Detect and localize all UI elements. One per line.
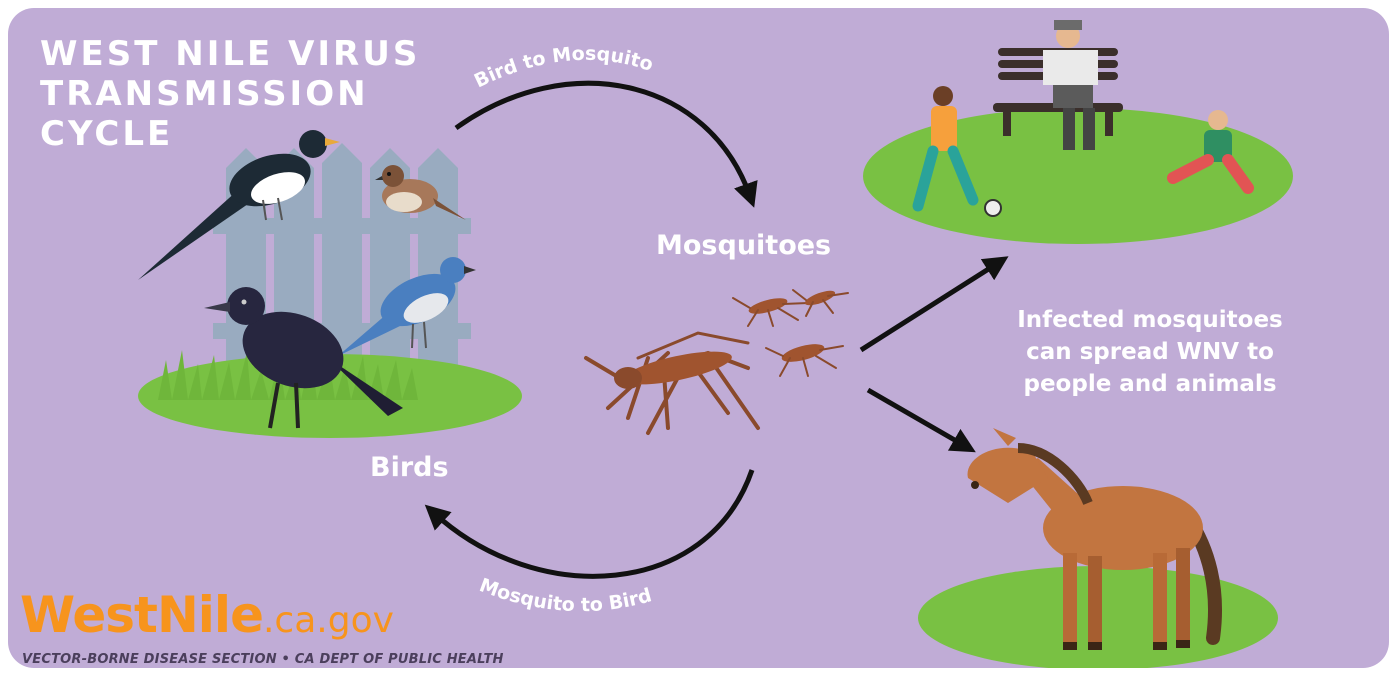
- westnile-logo: WestNile.ca.gov: [20, 586, 394, 644]
- logo-brand: WestNile: [20, 586, 263, 644]
- arrow-to-horse: [868, 390, 965, 446]
- park-people-icon: [863, 20, 1293, 244]
- infected-note-line-2: can spread WNV to: [980, 336, 1320, 368]
- arrow-to-people: [861, 263, 998, 350]
- diagram-card: Bird to Mosquito Mosquito to Bird: [8, 8, 1389, 668]
- logo-suffix: .ca.gov: [263, 600, 394, 641]
- logo-subtitle: VECTOR-BORNE DISEASE SECTION • CA DEPT O…: [22, 652, 504, 667]
- infected-note-line-3: people and animals: [980, 368, 1320, 400]
- arrow-mosquito-to-bird: [434, 470, 752, 576]
- infected-note-line-1: Infected mosquitoes: [980, 304, 1320, 336]
- edge-label-mosquito-to-bird: Mosquito to Bird: [476, 574, 654, 616]
- mosquito-icon: [586, 288, 848, 433]
- title-line-2: TRANSMISSION: [40, 74, 440, 114]
- title-line-1: WEST NILE VIRUS: [40, 34, 440, 74]
- diagram-title: WEST NILE VIRUS TRANSMISSION CYCLE: [40, 34, 440, 154]
- birds-scene: [138, 130, 522, 438]
- horse-icon: [918, 428, 1278, 668]
- infected-note: Infected mosquitoes can spread WNV to pe…: [980, 304, 1320, 400]
- arrow-bird-to-mosquito: [456, 83, 750, 196]
- title-line-3: CYCLE: [40, 114, 440, 154]
- node-label-birds: Birds: [370, 452, 449, 483]
- node-label-mosquitoes: Mosquitoes: [656, 230, 831, 261]
